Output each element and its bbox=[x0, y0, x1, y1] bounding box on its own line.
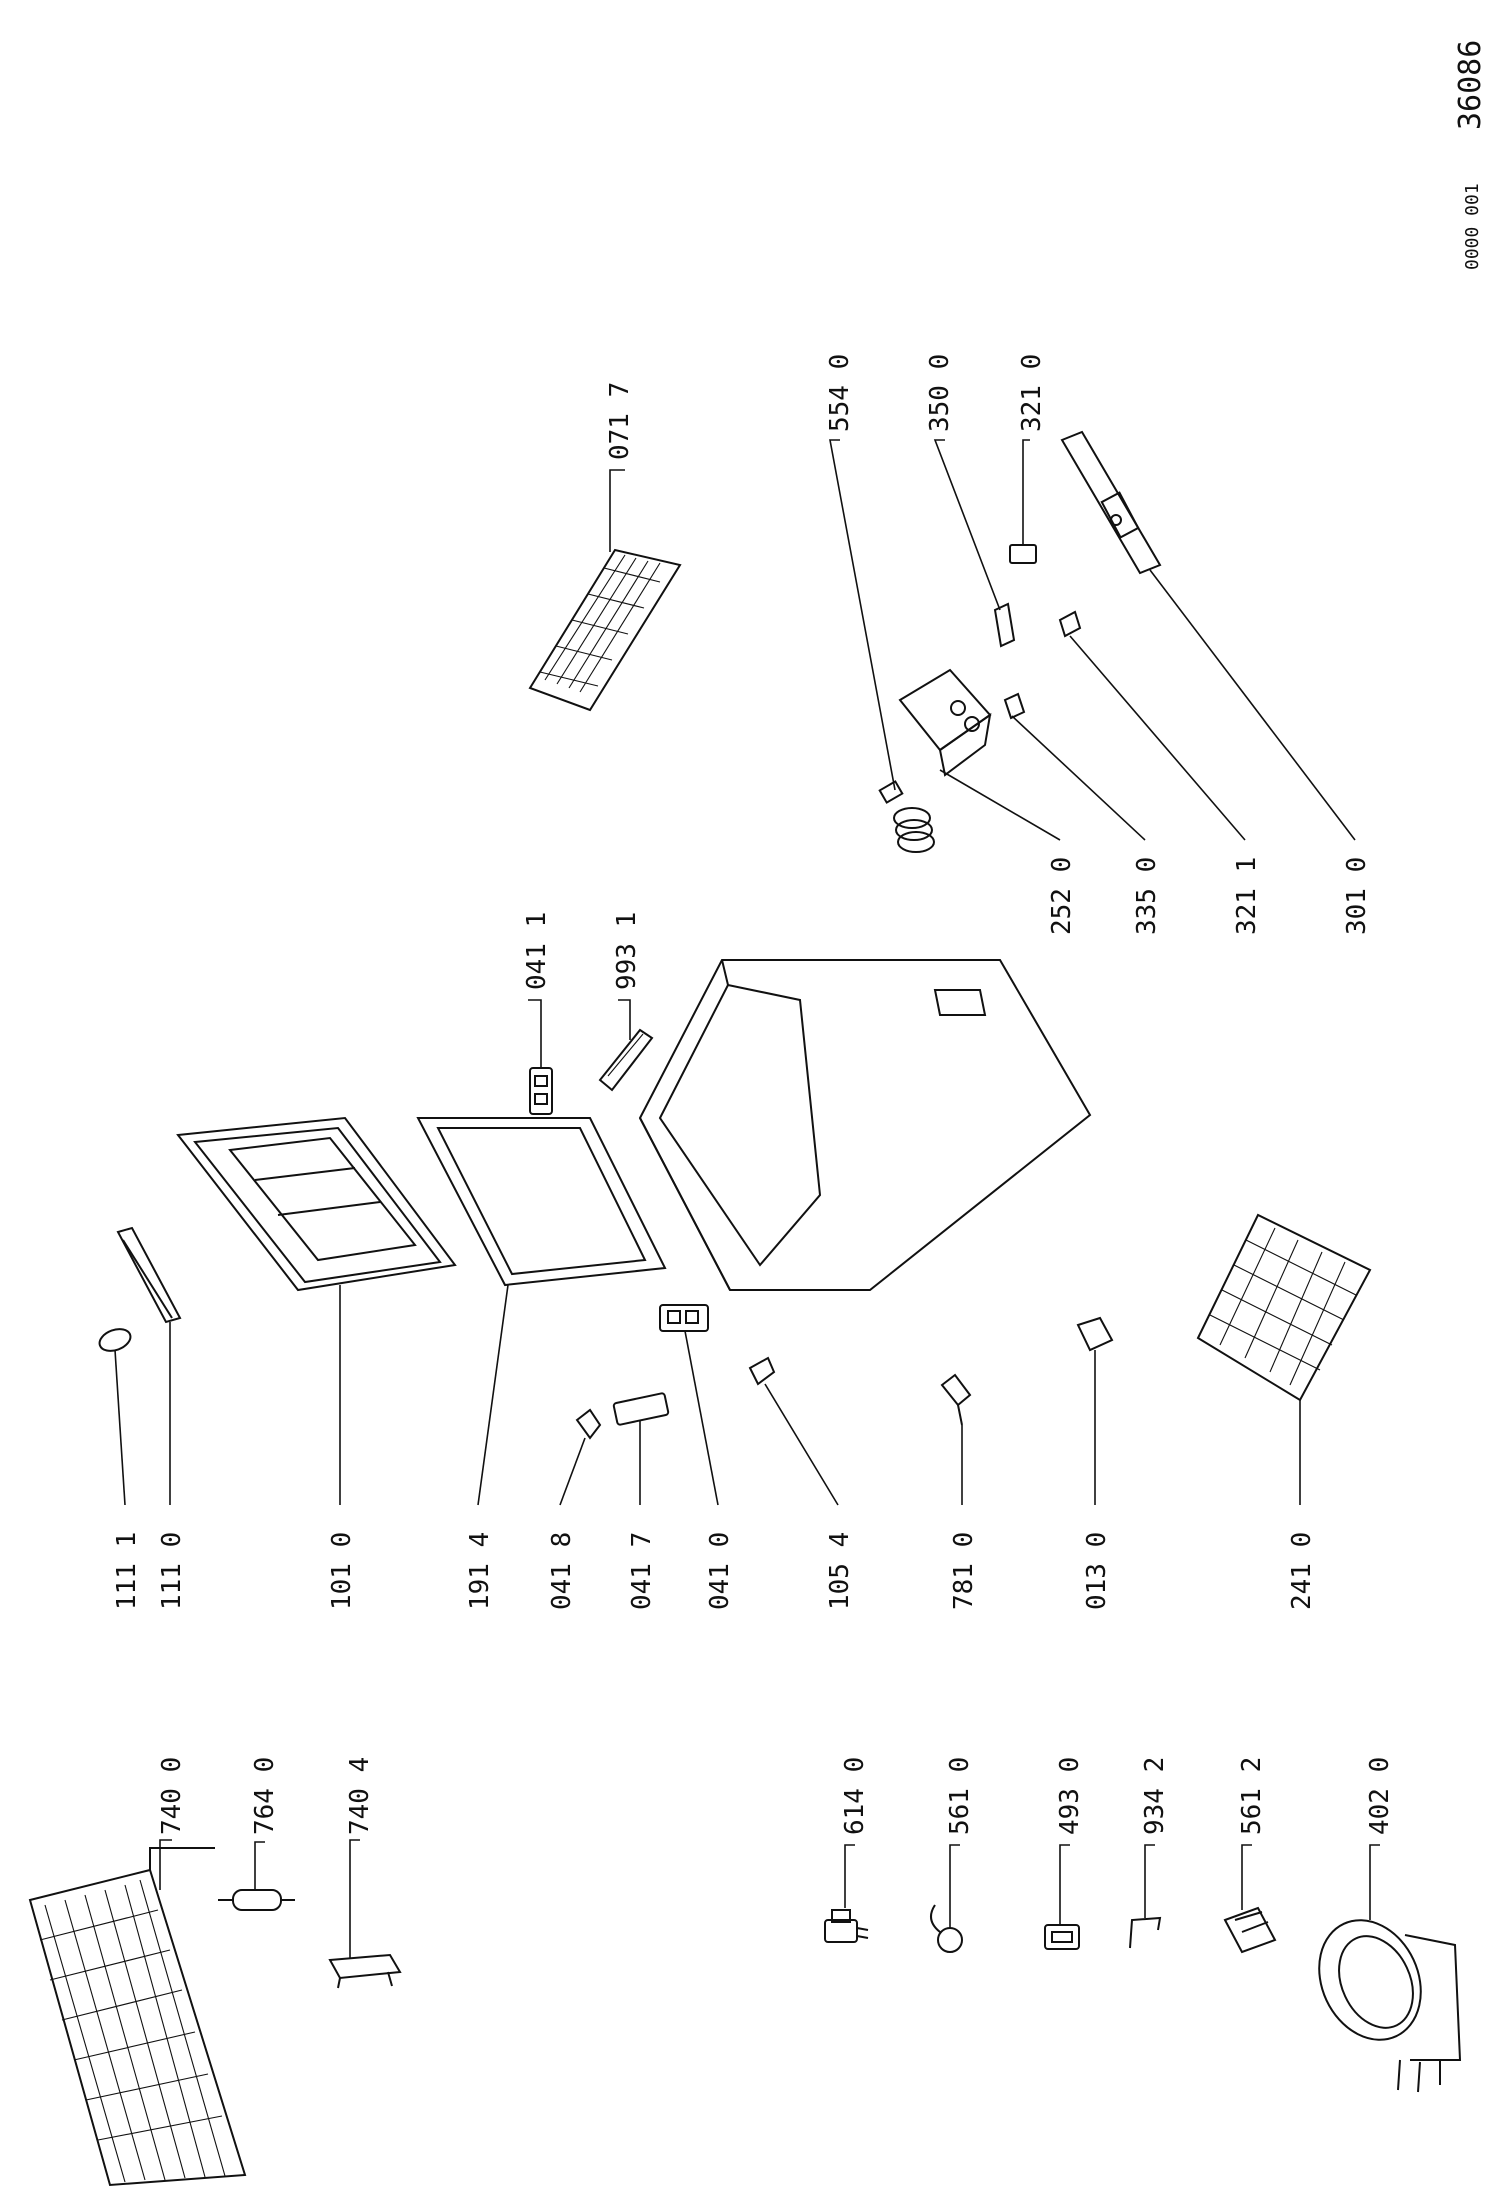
label-321-0: 321 0 bbox=[1017, 354, 1047, 432]
leader-lines bbox=[114, 439, 1380, 1958]
indicator-cover-part bbox=[1058, 610, 1082, 638]
lock-part bbox=[748, 1356, 776, 1386]
condenser-coil-part bbox=[28, 1847, 247, 2187]
cabinet-body-part bbox=[638, 959, 1092, 1291]
label-321-1: 321 1 bbox=[1232, 857, 1262, 935]
label-561-0: 561 0 bbox=[945, 1757, 975, 1835]
label-493-0: 493 0 bbox=[1055, 1757, 1085, 1835]
lower-hinge-part bbox=[659, 1304, 709, 1332]
label-335-0: 335 0 bbox=[1132, 857, 1162, 935]
label-781-0: 781 0 bbox=[949, 1532, 979, 1610]
doc-number: 36086 bbox=[1453, 40, 1488, 130]
label-041-0: 041 0 bbox=[705, 1532, 735, 1610]
document-number: 0000 001 36086 bbox=[1453, 40, 1488, 270]
hinge-cover-part bbox=[612, 1392, 670, 1426]
label-013-0: 013 0 bbox=[1082, 1532, 1112, 1610]
label-301-0: 301 0 bbox=[1342, 857, 1372, 935]
label-101-0: 101 0 bbox=[327, 1532, 357, 1610]
upper-hinge-part bbox=[529, 1067, 553, 1115]
label-041-1: 041 1 bbox=[522, 912, 552, 990]
label-071-7: 071 7 bbox=[605, 382, 635, 460]
label-111-0: 111 0 bbox=[157, 1532, 187, 1610]
hinge-pin-part bbox=[575, 1408, 602, 1440]
knob-part bbox=[98, 1328, 132, 1352]
part-labels: 740 0 764 0 740 4 614 0 561 0 493 0 934 … bbox=[112, 354, 1395, 1835]
terminal-cover-part bbox=[1223, 1906, 1277, 1954]
starter-capacitor-part bbox=[930, 1904, 963, 1953]
label-740-0: 740 0 bbox=[157, 1757, 187, 1835]
label-241-0: 241 0 bbox=[1287, 1532, 1317, 1610]
spring-part bbox=[878, 780, 935, 853]
label-614-0: 614 0 bbox=[840, 1757, 870, 1835]
gasket-frame-part bbox=[416, 1117, 667, 1287]
label-934-2: 934 2 bbox=[1140, 1757, 1170, 1835]
evaporator-grid-part bbox=[528, 548, 682, 712]
label-554-0: 554 0 bbox=[825, 354, 855, 432]
thermostat-sensor-part bbox=[940, 1373, 972, 1426]
label-041-7: 041 7 bbox=[627, 1532, 657, 1610]
label-350-0: 350 0 bbox=[925, 354, 955, 432]
label-561-2: 561 2 bbox=[1237, 1757, 1267, 1835]
label-111-1: 111 1 bbox=[112, 1532, 142, 1610]
lid-part bbox=[176, 1116, 457, 1292]
lamp-holder-part bbox=[993, 602, 1016, 648]
clip-part bbox=[1129, 1916, 1162, 1949]
label-041-8: 041 8 bbox=[547, 1532, 577, 1610]
label-740-4: 740 4 bbox=[345, 1757, 375, 1835]
label-191-4: 191 4 bbox=[465, 1532, 495, 1610]
overload-protector-part bbox=[1044, 1924, 1080, 1950]
compressor-part bbox=[1318, 1919, 1462, 2093]
fitting-part bbox=[328, 1953, 402, 1989]
hinge-bar-part bbox=[116, 1226, 182, 1324]
foot-part bbox=[1076, 1316, 1114, 1352]
label-993-1: 993 1 bbox=[612, 912, 642, 990]
label-252-0: 252 0 bbox=[1047, 857, 1077, 935]
lid-strip-part bbox=[598, 1028, 654, 1092]
label-764-0: 764 0 bbox=[250, 1757, 280, 1835]
label-105-4: 105 4 bbox=[825, 1532, 855, 1610]
wire-basket-part bbox=[1196, 1213, 1372, 1402]
doc-number-prefix: 0000 001 bbox=[1462, 183, 1483, 270]
switch-part bbox=[1003, 692, 1026, 720]
control-panel-part bbox=[1060, 430, 1162, 575]
relay-part bbox=[824, 1909, 869, 1943]
thermostat-housing-part bbox=[898, 668, 992, 777]
label-402-0: 402 0 bbox=[1365, 1757, 1395, 1835]
filter-drier-part bbox=[218, 1889, 295, 1911]
indicator-lamp-part bbox=[1009, 544, 1037, 564]
